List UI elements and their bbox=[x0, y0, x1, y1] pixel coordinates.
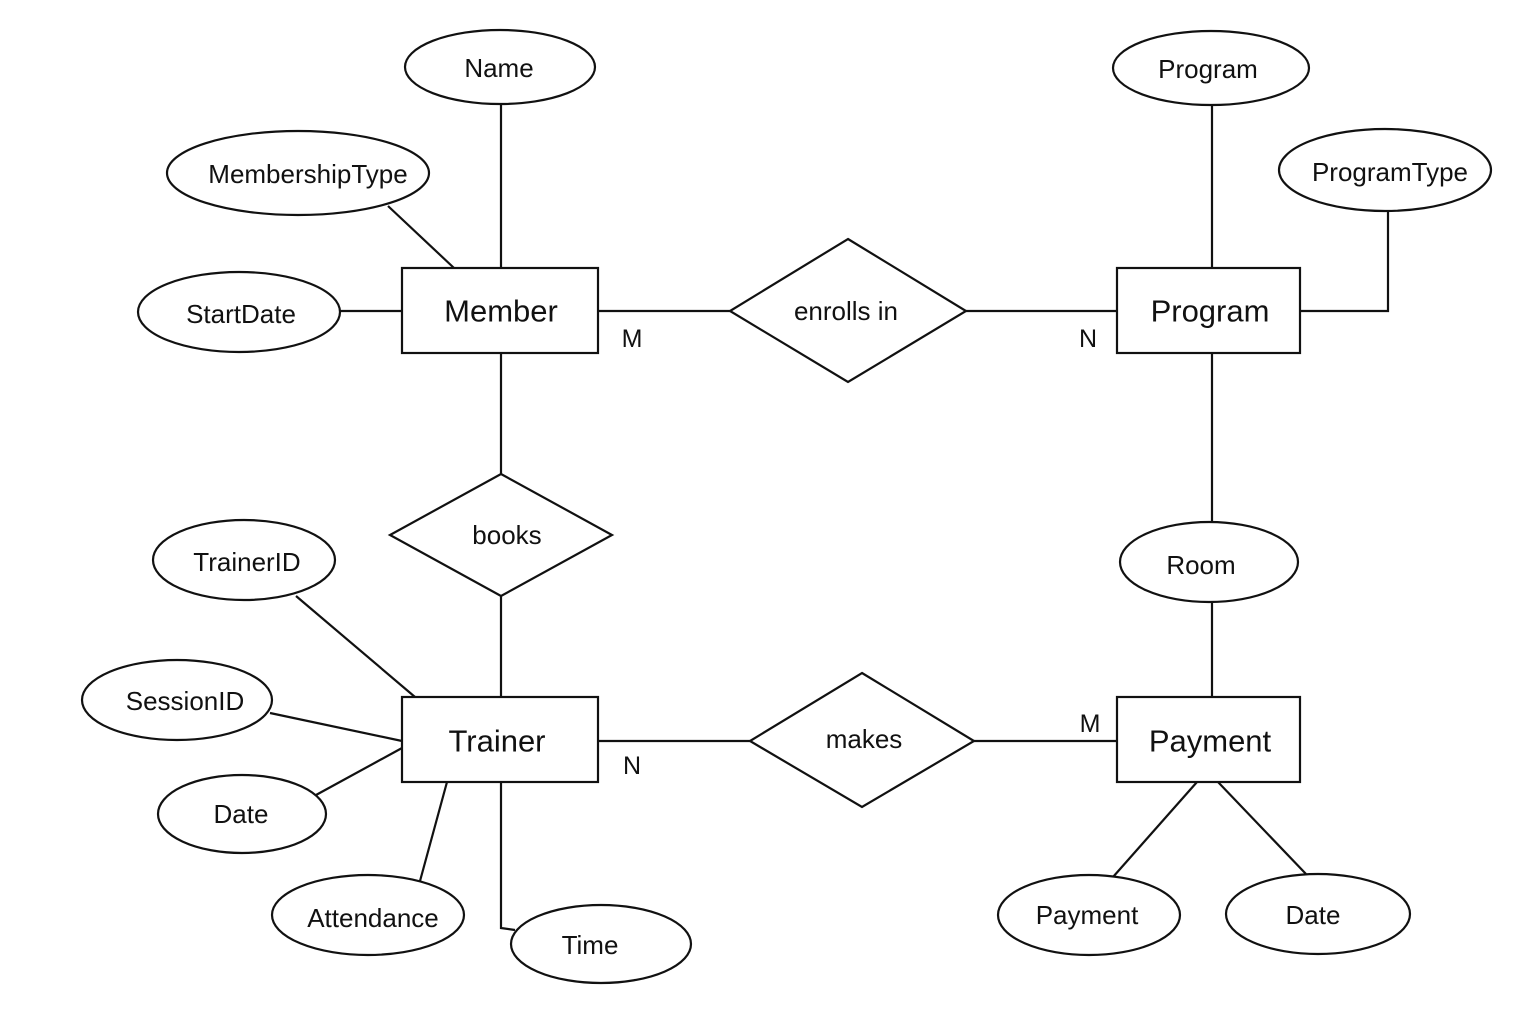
relationship-makes-label: makes bbox=[826, 724, 903, 754]
connector-program-programtype bbox=[1300, 211, 1390, 313]
attribute-member-startdate-label: StartDate bbox=[186, 299, 296, 329]
connector-trainer-time bbox=[499, 782, 516, 932]
entity-program: Program bbox=[1115, 266, 1302, 355]
attribute-program-programtype-label: ProgramType bbox=[1312, 157, 1468, 187]
attribute-trainer-time-label: Time bbox=[562, 930, 619, 960]
entity-payment-label: Payment bbox=[1149, 724, 1272, 759]
connector-trainer-trainerid bbox=[295, 595, 416, 698]
attribute-program-program: Program bbox=[1111, 29, 1311, 107]
attribute-trainer-trainerid-label: TrainerID bbox=[193, 547, 300, 577]
connector-payment-date bbox=[1217, 781, 1307, 875]
attribute-program-room: Room bbox=[1118, 520, 1300, 604]
connectors bbox=[269, 104, 1390, 932]
attribute-member-name-label: Name bbox=[464, 53, 533, 83]
attribute-member-startdate: StartDate bbox=[136, 270, 342, 354]
relationship-enrolls-in-label: enrolls in bbox=[794, 296, 898, 326]
connector-trainer-sessionid bbox=[269, 711, 403, 743]
attribute-trainer-trainerid: TrainerID bbox=[151, 518, 337, 602]
attribute-payment-date-label: Date bbox=[1286, 900, 1341, 930]
attribute-program-programtype: ProgramType bbox=[1277, 127, 1493, 213]
entity-member-label: Member bbox=[444, 294, 558, 329]
relationship-books: books bbox=[387, 472, 615, 598]
relationship-books-label: books bbox=[472, 520, 541, 550]
attribute-program-room-label: Room bbox=[1166, 550, 1235, 580]
cardinality-trainer-makes: N bbox=[623, 752, 641, 780]
attribute-trainer-time: Time bbox=[509, 903, 693, 985]
attribute-trainer-attendance-label: Attendance bbox=[307, 903, 439, 933]
cardinality-payment-makes: M bbox=[1080, 710, 1101, 738]
connector-trainer-date bbox=[315, 747, 403, 796]
entity-trainer-label: Trainer bbox=[448, 724, 545, 759]
attribute-trainer-date-label: Date bbox=[214, 799, 269, 829]
connector-member-membershiptype bbox=[387, 205, 455, 269]
connector-payment-payment bbox=[1112, 781, 1198, 878]
attribute-member-membershiptype: MembershipType bbox=[165, 129, 431, 217]
attribute-member-membershiptype-label: MembershipType bbox=[208, 159, 407, 189]
attribute-trainer-date: Date bbox=[156, 773, 328, 855]
attribute-payment-payment: Payment bbox=[996, 873, 1182, 957]
attribute-trainer-attendance: Attendance bbox=[270, 873, 466, 957]
relationship-enrolls-in: enrolls in bbox=[727, 237, 969, 384]
relationship-makes: makes bbox=[747, 671, 977, 809]
entity-trainer: Trainer bbox=[400, 695, 600, 784]
attribute-trainer-sessionid-label: SessionID bbox=[126, 686, 245, 716]
attribute-trainer-sessionid: SessionID bbox=[80, 658, 274, 742]
entity-program-label: Program bbox=[1151, 294, 1270, 329]
attribute-program-program-label: Program bbox=[1158, 54, 1258, 84]
entity-payment: Payment bbox=[1115, 695, 1302, 784]
entity-member: Member bbox=[400, 266, 600, 355]
connector-trainer-attendance bbox=[418, 781, 449, 882]
attribute-payment-date: Date bbox=[1224, 872, 1412, 956]
attribute-member-name: Name bbox=[403, 28, 597, 106]
cardinality-program-enrolls: N bbox=[1079, 325, 1097, 353]
cardinality-member-enrolls: M bbox=[622, 325, 643, 353]
attribute-payment-payment-label: Payment bbox=[1036, 900, 1139, 930]
